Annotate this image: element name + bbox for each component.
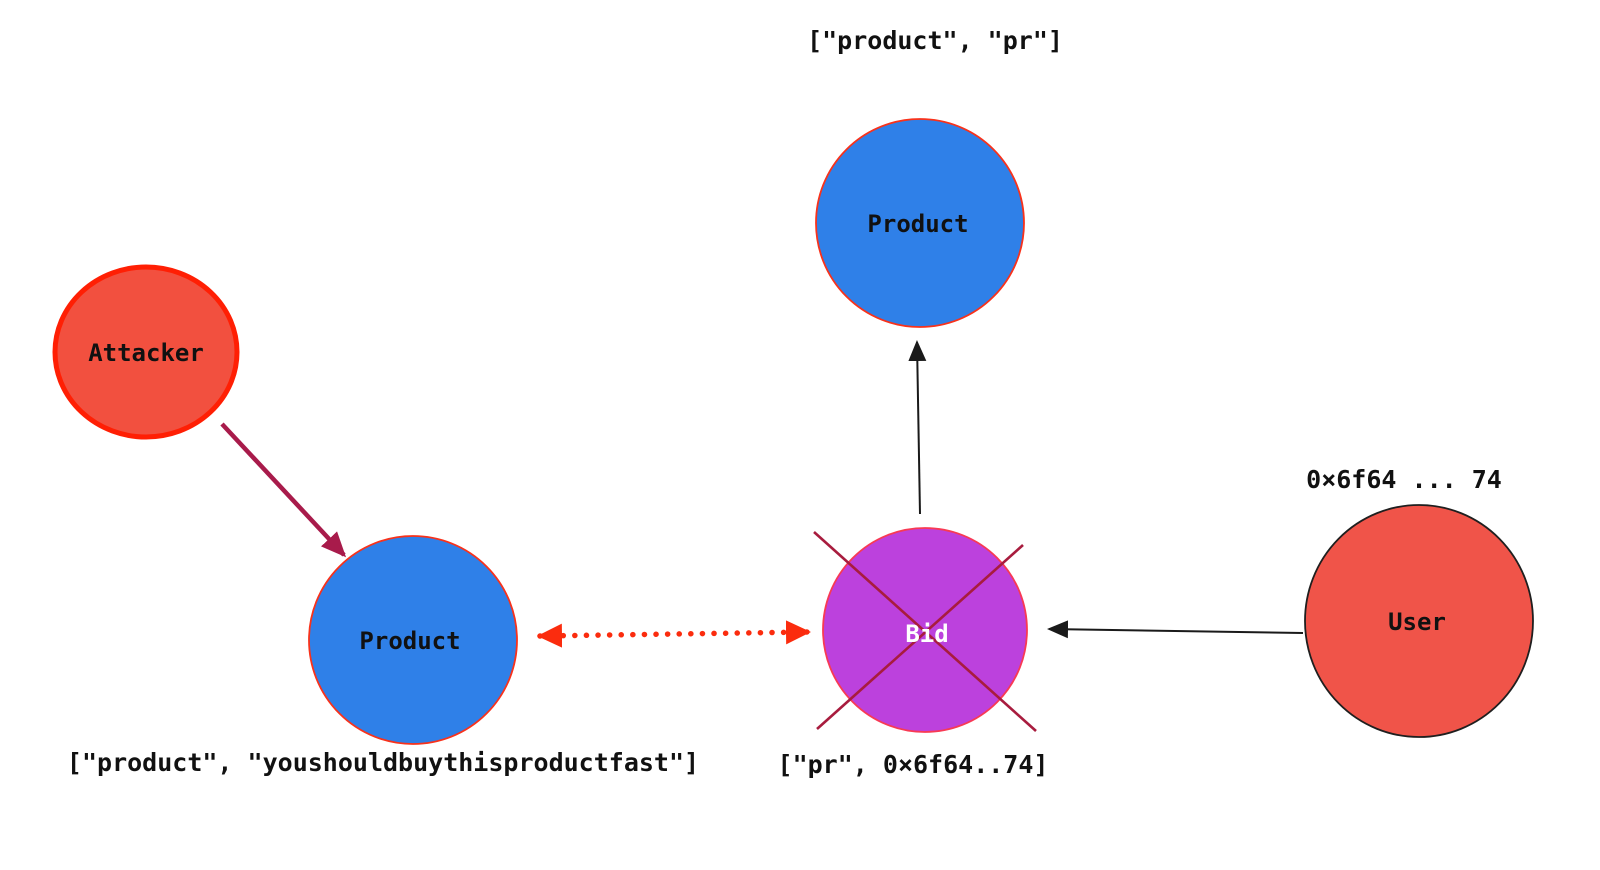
edge-bid-to-product	[908, 340, 927, 515]
node-user-label: User	[1388, 608, 1446, 636]
node-product-top	[815, 118, 1025, 328]
node-attacker-label: Attacker	[88, 339, 204, 367]
node-bid-label: Bid	[905, 620, 948, 648]
edge-attacker-to-product	[220, 422, 347, 558]
node-product-top-label: Product	[867, 210, 968, 238]
annotation-bid-key: ["pr", 0×6f64..74]	[778, 750, 1049, 779]
annotation-product-left-key: ["product", "youshouldbuythisproductfast…	[67, 748, 699, 777]
annotation-product-top-key: ["product", "pr"]	[807, 26, 1063, 55]
node-product-left	[308, 535, 518, 745]
node-attacker	[52, 264, 240, 440]
annotation-user-address: 0×6f64 ... 74	[1306, 465, 1502, 494]
edge-product-bid-dotted	[537, 620, 811, 648]
node-product-left-label: Product	[359, 627, 460, 655]
node-user	[1304, 504, 1534, 738]
bid-cross-line-2	[816, 544, 1024, 730]
edge-user-to-bid	[1047, 620, 1304, 639]
